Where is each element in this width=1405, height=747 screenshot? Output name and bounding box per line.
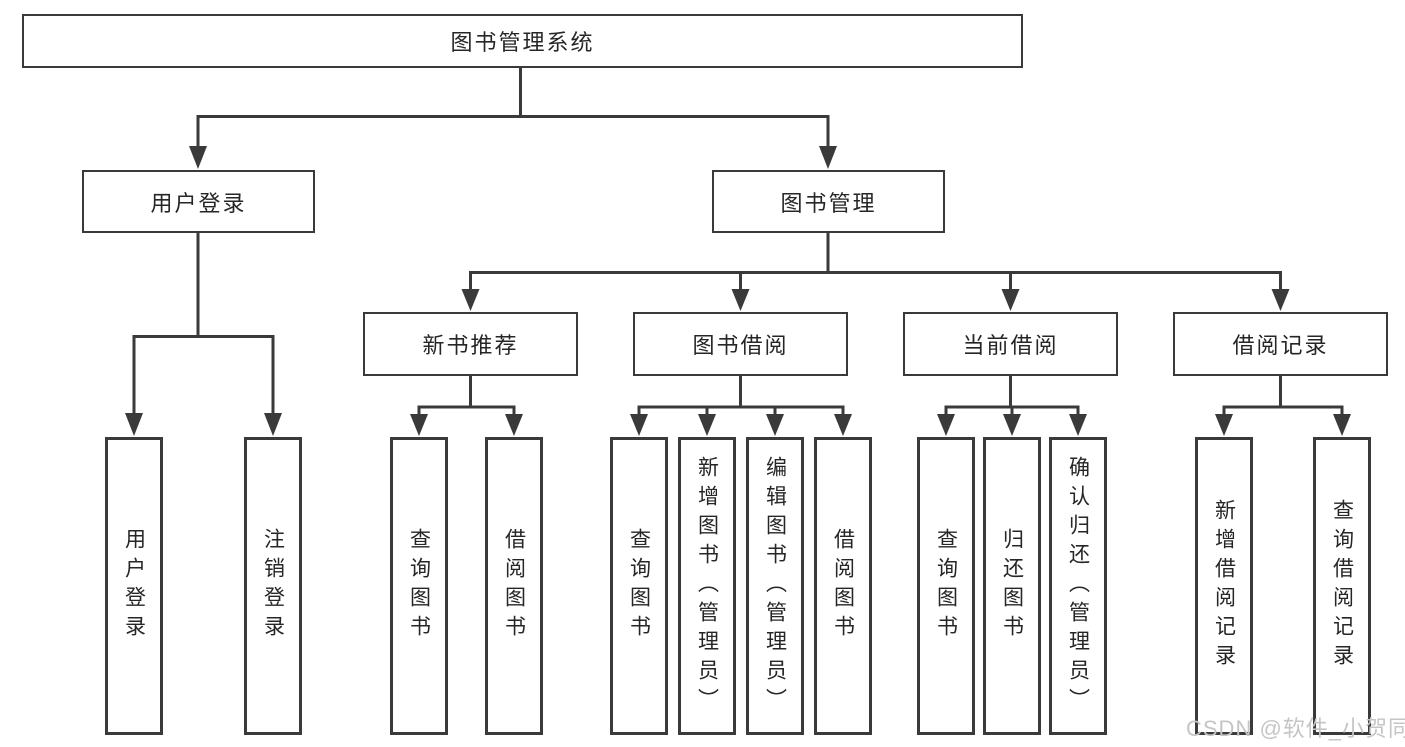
leaf-confirm-return-admin: 确认归还（管理员） [1049,437,1107,735]
leaf-query-borrow-record: 查询借阅记录 [1313,437,1371,735]
leaf-edit-books-admin: 编辑图书（管理员） [746,437,804,735]
leaf-borrow-books: 借阅图书 [814,437,872,735]
node-book-borrowing: 图书借阅 [633,312,848,376]
leaf-add-books-admin: 新增图书（管理员） [678,437,736,735]
leaf-add-borrow-record: 新增借阅记录 [1195,437,1253,735]
leaf-borrow-books-recommend: 借阅图书 [485,437,543,735]
node-user-login: 用户登录 [82,170,315,233]
node-book-management: 图书管理 [712,170,945,233]
node-library-management-system: 图书管理系统 [22,14,1023,68]
leaf-return-books: 归还图书 [983,437,1041,735]
leaf-logout: 注销登录 [244,437,302,735]
leaf-query-books-current: 查询图书 [917,437,975,735]
leaf-query-books-recommend: 查询图书 [390,437,448,735]
node-new-book-recommendation: 新书推荐 [363,312,578,376]
leaf-user-login: 用户登录 [105,437,163,735]
node-borrowing-records: 借阅记录 [1173,312,1388,376]
csdn-watermark: CSDN @软件_小贺同学 [1186,716,1405,741]
node-current-borrowing: 当前借阅 [903,312,1118,376]
leaf-query-books-borrow: 查询图书 [610,437,668,735]
